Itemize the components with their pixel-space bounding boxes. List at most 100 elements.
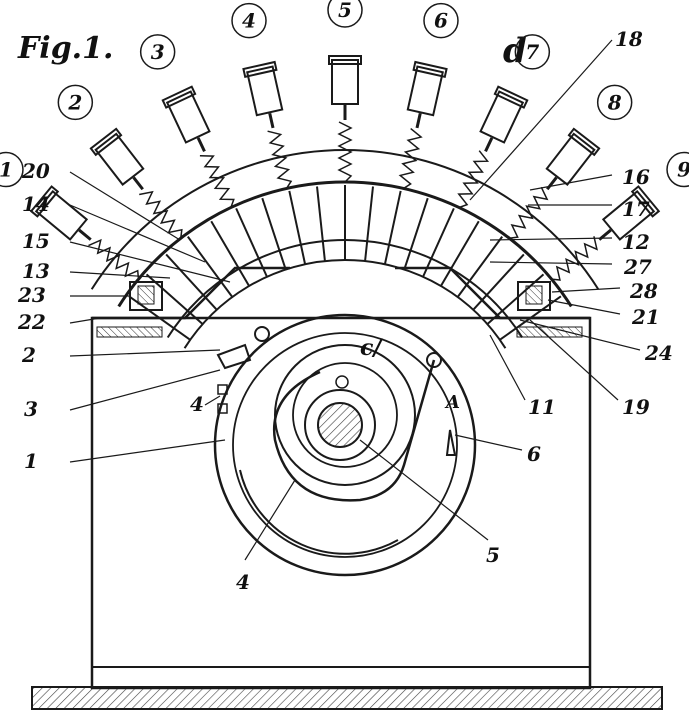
key-stem (132, 176, 144, 191)
callout-line (69, 241, 231, 283)
radial-slat (145, 273, 204, 325)
key-1 (29, 185, 140, 280)
key-cap (601, 189, 656, 241)
key-cap (246, 65, 284, 117)
radial-slat (456, 236, 503, 298)
key-cap-rim (161, 85, 197, 109)
callout-line (69, 369, 221, 411)
radial-slat (472, 253, 525, 311)
key-stem (546, 176, 558, 191)
radial-slat (261, 197, 287, 270)
key-cap (94, 132, 145, 186)
key-number: 6 (434, 9, 448, 33)
callout-label-24: 24 (644, 341, 673, 365)
radial-slat (364, 186, 374, 262)
callout-line (69, 349, 221, 357)
key-stem (415, 112, 422, 129)
key-number-circle (666, 151, 689, 188)
spring (398, 128, 423, 190)
housing (90, 316, 592, 690)
callout-line (359, 439, 489, 541)
key-number-circle (0, 151, 24, 188)
radial-slat (499, 295, 562, 341)
callout-label-4: 4 (236, 570, 250, 594)
callout-label-18: 18 (615, 27, 643, 51)
key-number: 8 (607, 90, 622, 114)
key-stem (78, 228, 92, 241)
callout-line (69, 439, 226, 463)
callout-label-14: 14 (22, 192, 50, 216)
radial-slat (440, 220, 480, 287)
key-number: 2 (67, 90, 82, 114)
callout-label-23: 23 (17, 283, 46, 307)
key-cap-rim (412, 60, 448, 78)
key-cap-rim (567, 127, 601, 157)
callout-line (469, 39, 613, 201)
callout-line (551, 287, 621, 293)
key-number-labels: 123456789 (0, 0, 689, 188)
radial-slat (403, 197, 429, 270)
key-number-circle (57, 84, 94, 121)
key-cap-rim (630, 185, 661, 218)
callout-line (547, 299, 621, 315)
key-cap-rim (29, 185, 60, 218)
callout-label-6: 6 (527, 442, 541, 466)
key-number-circle (514, 34, 551, 70)
spring (139, 190, 183, 239)
callout-line (204, 395, 221, 406)
radial-slat (383, 190, 402, 265)
spring (267, 130, 293, 189)
callout-label-5: 5 (486, 543, 500, 567)
key-7 (457, 85, 529, 209)
callout-line (489, 334, 526, 401)
key-cap (331, 59, 359, 105)
callout-label-3: 3 (24, 397, 38, 421)
key-cap-rim (493, 85, 529, 109)
key-2 (89, 127, 183, 239)
key-cap (406, 65, 444, 117)
key-cap (165, 90, 211, 144)
radial-slat (128, 295, 191, 341)
spring (551, 236, 598, 281)
key-stem (196, 137, 206, 153)
key-number: 9 (677, 158, 689, 182)
callout-label-12: 12 (622, 230, 650, 254)
sector-arc (90, 149, 600, 290)
key-number-circle (139, 34, 176, 70)
radial-slat (165, 253, 218, 311)
callout-label-27: 27 (623, 255, 652, 279)
callout-line (489, 261, 613, 265)
key-number: 5 (338, 0, 352, 22)
main-disc (213, 313, 477, 577)
callout-line (529, 319, 619, 401)
radial-slat (187, 236, 234, 298)
callout-label-19: 19 (622, 395, 650, 419)
callout-line (529, 174, 613, 191)
sector-arc (183, 259, 507, 349)
callout-label-22: 22 (17, 310, 46, 334)
key-number-circle (423, 2, 459, 39)
spring (199, 155, 235, 208)
key-cap (545, 132, 596, 186)
callout-label-13: 13 (22, 259, 50, 283)
callout-label-28: 28 (629, 279, 658, 303)
key-number: 4 (242, 9, 256, 33)
callout-label-21: 21 (631, 305, 660, 329)
key-number: 3 (151, 40, 165, 64)
callout-label-11: 11 (528, 395, 556, 419)
key-9 (551, 185, 661, 281)
callout-line (454, 434, 523, 451)
callout-label-15: 15 (22, 229, 50, 253)
radial-slat (316, 186, 326, 262)
key-8 (509, 127, 601, 239)
callout-line (69, 271, 171, 279)
key-cap (479, 90, 525, 144)
callout-label-16: 16 (622, 165, 650, 189)
callout-line (69, 171, 181, 241)
callout-line (519, 319, 641, 351)
radial-slat (210, 220, 250, 287)
radial-slat (486, 273, 545, 325)
callout-line (69, 204, 206, 263)
base-plate (31, 686, 663, 710)
